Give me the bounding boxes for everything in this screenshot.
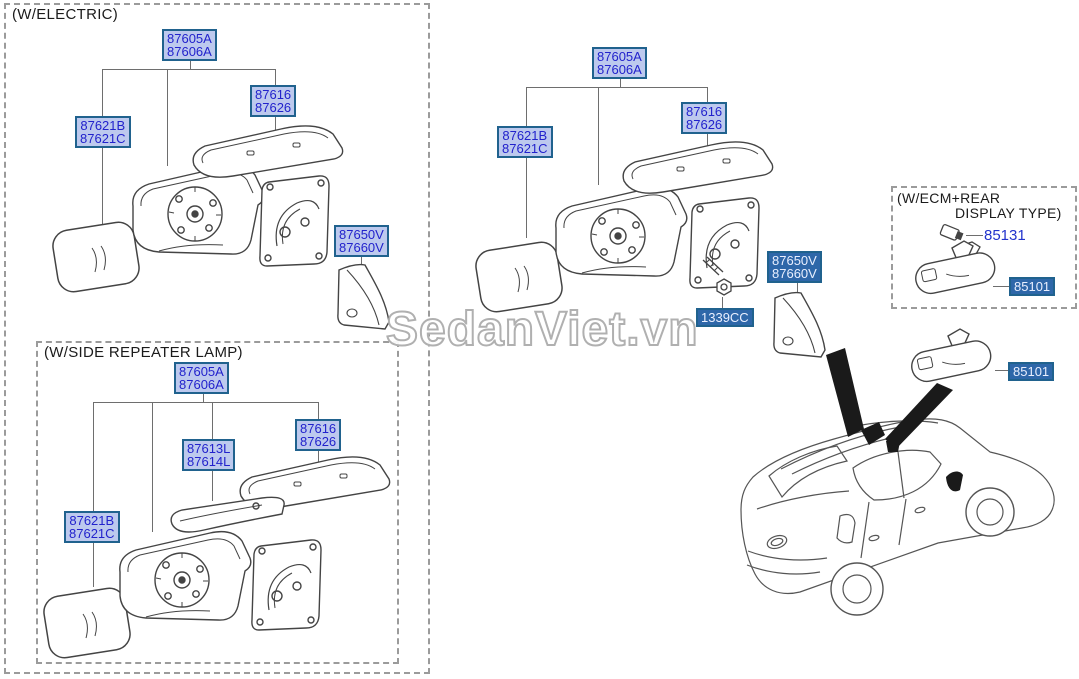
repeater-lamp-drawing (170, 496, 285, 533)
connector-line (526, 154, 527, 238)
section-title-side-repeater-lamp: (W/SIDE REPEATER LAMP) (44, 344, 243, 361)
part-label-85101-highlighted[interactable]: 85101 (1008, 362, 1055, 381)
connector-line (598, 87, 599, 185)
connector-line (526, 87, 527, 126)
mirror-base-plate-drawing (259, 175, 330, 267)
group-box-side-repeater-lamp (36, 341, 399, 664)
mirror-housing-drawing (555, 186, 688, 277)
connector-line (102, 69, 276, 70)
mirror-cover-cap-drawing (622, 141, 774, 194)
car-drawing (740, 418, 1055, 616)
connector-line (526, 87, 708, 88)
section-title-electric: (W/ELECTRIC) (12, 6, 119, 23)
connector-line (620, 75, 621, 87)
connector-line (212, 467, 213, 501)
car-near-side-mirror (946, 471, 963, 492)
connector-line (102, 144, 103, 228)
pointer-arrow-garnish-to-car (826, 348, 864, 437)
section-title-ecm-line2: DISPLAY TYPE) (955, 205, 1062, 221)
mirror-base-plate-drawing (251, 539, 322, 631)
connector-line (995, 370, 1008, 371)
connector-line (190, 57, 191, 69)
part-label-1339CC-highlighted[interactable]: 1339CC (696, 308, 754, 327)
mirror-housing-drawing (119, 530, 252, 621)
connector-line (203, 390, 204, 402)
connector-line (152, 402, 153, 532)
mirror-glass-drawing (49, 219, 143, 295)
connector-line (966, 235, 983, 236)
part-ref-85131[interactable]: 85131 (984, 227, 1026, 244)
connector-line (707, 130, 708, 150)
mirror-cover-cap-drawing (192, 125, 344, 178)
corner-garnish-drawing (337, 263, 390, 330)
interior-mirror-drawing (912, 240, 999, 297)
corner-garnish-drawing (773, 291, 826, 358)
watermark: SedanViet.vn (385, 302, 699, 357)
connector-line (707, 87, 708, 102)
mirror-housing-drawing (132, 164, 265, 255)
part-label-85101-highlighted[interactable]: 85101 (1009, 277, 1056, 296)
section-title-ecm-line1: (W/ECM+REAR (897, 190, 1001, 206)
car-far-side-mirror (861, 422, 885, 445)
connector-line (722, 297, 723, 308)
interior-mirror-drawing (908, 328, 995, 385)
mirror-glass-drawing (40, 585, 134, 661)
connector-line (212, 402, 213, 439)
connector-line (275, 112, 276, 138)
connector-line (93, 402, 319, 403)
connector-line (93, 539, 94, 587)
connector-line (993, 286, 1009, 287)
connector-line (275, 69, 276, 85)
connector-line (318, 402, 319, 419)
pointer-arrow-mirror-to-car (885, 383, 953, 449)
connector-line (318, 447, 319, 464)
connector-line (167, 69, 168, 166)
connector-line (361, 252, 362, 268)
pivot-bolt-drawing (702, 256, 732, 296)
connector-line (102, 69, 103, 116)
group-box-electric (4, 3, 430, 674)
connector-line (797, 279, 798, 292)
mirror-base-plate-drawing (689, 197, 760, 289)
group-box-ecm-rear-display (891, 186, 1077, 309)
connector-line (93, 402, 94, 511)
